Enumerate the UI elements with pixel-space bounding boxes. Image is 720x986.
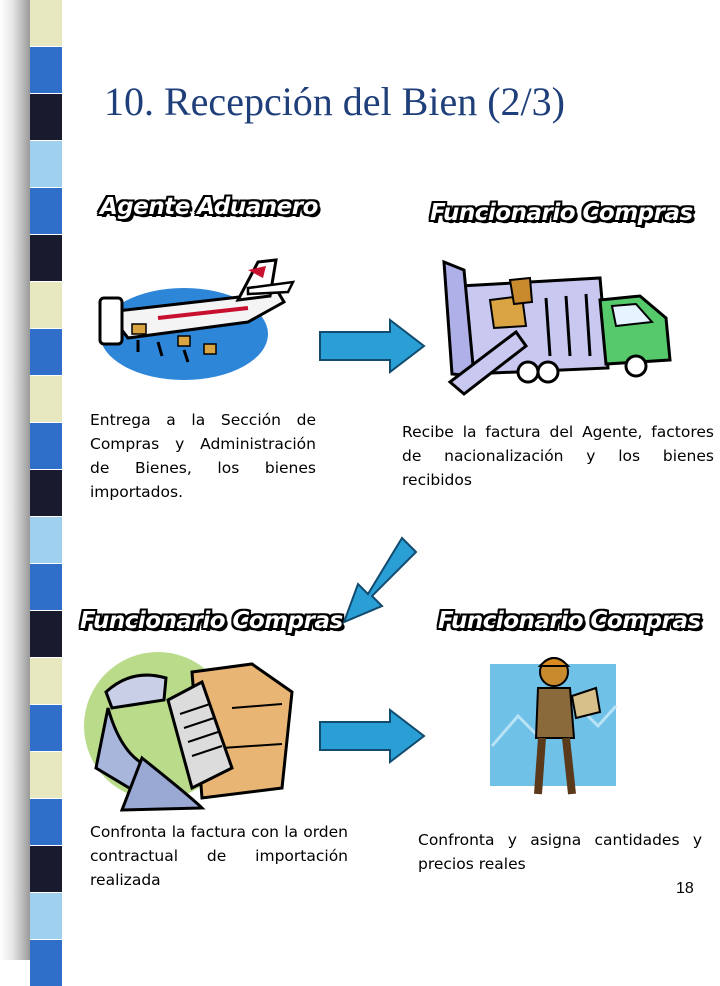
stripe-cell [30, 235, 62, 281]
stripe-cell [30, 705, 62, 751]
stripe-cell [30, 282, 62, 328]
arrow-down-left-icon [342, 536, 418, 624]
stripe-cell [30, 564, 62, 610]
stripe-cell [30, 141, 62, 187]
stripe-cell [30, 658, 62, 704]
stripe-cell [30, 188, 62, 234]
stripe-cell [30, 846, 62, 892]
stripe-cell [30, 376, 62, 422]
role-heading-funcionario-2: Funcionario Compras [80, 608, 343, 634]
stripe-cell [30, 423, 62, 469]
role-heading-agente: Agente Aduanero [100, 194, 318, 220]
stripe-cell [30, 752, 62, 798]
step-text-funcionario-2: Confronta la factura con la orden contra… [90, 823, 348, 889]
page-number: 18 [676, 880, 694, 897]
clipboard-person-icon [490, 657, 618, 795]
stripe-cell [30, 940, 62, 986]
role-heading-funcionario-3: Funcionario Compras [438, 608, 701, 634]
decorative-stripe-bar [0, 0, 62, 986]
step-text-agente: Entrega a la Sección de Compras y Admini… [90, 411, 316, 501]
cargo-airplane-icon [98, 258, 296, 380]
stripe-cell [30, 893, 62, 939]
stripe-cell [30, 0, 62, 46]
stripe-cell [30, 94, 62, 140]
stripe-cell [30, 47, 62, 93]
role-heading-funcionario-1: Funcionario Compras [430, 200, 693, 226]
delivery-truck-icon [442, 259, 672, 396]
stripe-cell [30, 799, 62, 845]
worker-checking-invoice-icon [84, 652, 294, 812]
arrow-right-icon [319, 318, 426, 374]
step-text-funcionario-1: Recibe la factura del Agente, factores d… [402, 423, 714, 489]
stripe-cell [30, 470, 62, 516]
stripe-cell [30, 517, 62, 563]
stripe-cell [30, 329, 62, 375]
slide-title: 10. Recepción del Bien (2/3) [104, 79, 565, 124]
arrow-right-icon [319, 708, 426, 764]
step-text-funcionario-3: Confronta y asigna cantidades y precios … [418, 831, 702, 873]
stripe-cell [30, 611, 62, 657]
